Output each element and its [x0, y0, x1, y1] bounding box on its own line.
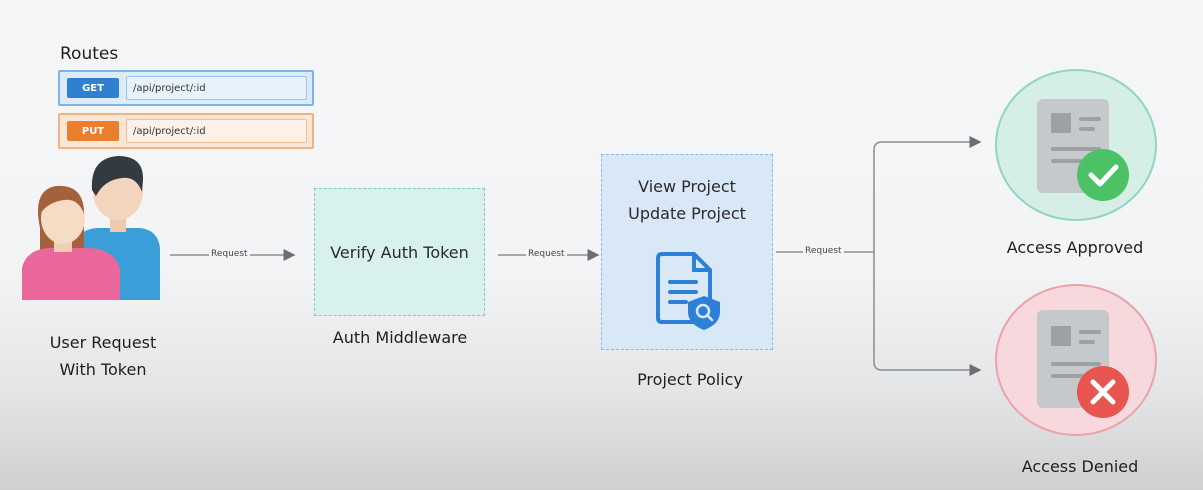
approved-label: Access Approved [1006, 238, 1144, 257]
users-icon [22, 156, 160, 300]
policy-line-update: Update Project [628, 204, 746, 223]
auth-box-text: Verify Auth Token [330, 242, 469, 262]
auth-caption: Auth Middleware [332, 328, 468, 347]
arrow-to-approved [873, 136, 982, 252]
route-method-put: PUT [67, 121, 119, 141]
route-get: GET /api/project/:id [58, 70, 314, 106]
route-path-get: /api/project/:id [126, 76, 307, 100]
denied-label: Access Denied [1021, 457, 1139, 476]
arrow-to-denied [873, 252, 982, 376]
policy-line-view: View Project [638, 177, 736, 196]
approved-document-icon [1037, 99, 1129, 201]
route-path-put: /api/project/:id [126, 119, 307, 143]
user-label-line1: User Request [49, 333, 157, 352]
user-label: User Request With Token [28, 329, 178, 383]
check-icon [1077, 149, 1129, 201]
user-label-line2: With Token [59, 360, 147, 379]
request-label-2: Request [526, 249, 567, 259]
routes-title: Routes [60, 44, 119, 64]
denied-document-icon [1037, 310, 1129, 418]
access-denied-circle [995, 284, 1157, 436]
policy-caption: Project Policy [637, 370, 743, 389]
route-put: PUT /api/project/:id [58, 113, 314, 149]
access-approved-circle [995, 69, 1157, 221]
route-method-get: GET [67, 78, 119, 98]
project-policy-box: View Project Update Project [601, 154, 773, 350]
request-label-3: Request [803, 246, 844, 256]
document-search-icon [656, 252, 720, 330]
auth-middleware-box: Verify Auth Token [314, 188, 485, 316]
request-label-1: Request [209, 249, 250, 259]
